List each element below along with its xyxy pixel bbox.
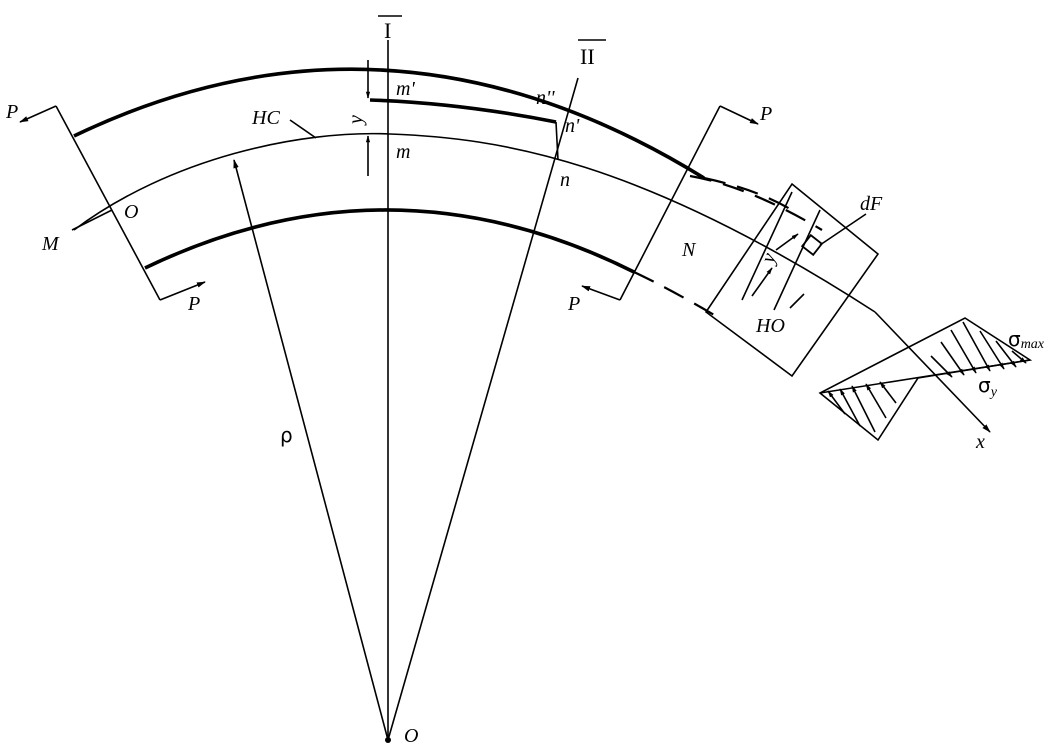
inner-top-dashed-line <box>689 174 823 231</box>
force-p-bottom-left-arrow <box>159 281 206 301</box>
radius-rho-arrow <box>233 159 389 741</box>
hc-label: HC <box>251 107 280 129</box>
section-2-radial-line <box>387 77 579 741</box>
area-element-df <box>800 233 824 257</box>
cross-section-block <box>704 182 880 378</box>
y-right-arrow-upper <box>775 233 799 251</box>
m-leader-line <box>71 209 113 231</box>
point-n-prime-label: n' <box>565 115 580 137</box>
radius-rho-label: ρ <box>280 423 293 447</box>
force-p-bottom-left-label: P <box>187 293 200 315</box>
force-p-top-left-label: P <box>5 101 18 123</box>
point-n-double-prime-label: n'' <box>536 87 555 109</box>
area-df-label: dF <box>860 193 883 215</box>
centre-of-curvature-dot <box>385 737 391 743</box>
section-2-label: II <box>580 44 595 69</box>
point-m-label: m <box>396 141 410 163</box>
ho-leader-line <box>789 293 805 309</box>
hc-leader-line <box>289 119 317 139</box>
ho-label: HO <box>755 315 785 337</box>
point-o-left-label: O <box>124 201 138 223</box>
moment-m-label: M <box>41 233 60 255</box>
force-p-top-right-label: P <box>759 103 772 125</box>
stress-diagram-outline <box>818 317 1033 442</box>
stress-axis-line <box>874 311 991 433</box>
point-n-label: n <box>560 169 570 191</box>
beam-top-dashed-extension <box>703 176 796 213</box>
point-m-prime-label: m' <box>396 78 415 100</box>
left-end-section <box>55 105 161 301</box>
beam-top-edge <box>73 67 705 180</box>
force-p-top-left-arrow <box>19 105 57 123</box>
beam-bottom-edge <box>144 208 635 274</box>
force-p-bottom-right-arrow <box>581 285 621 301</box>
centre-o-label: O <box>404 725 418 747</box>
sigma-max-label: σmax <box>1008 327 1045 352</box>
block-inner-section-line <box>741 191 793 301</box>
beam-bottom-dashed-extension <box>633 271 717 317</box>
fibre-m-prime-n-double-prime <box>369 98 557 124</box>
fibre-n-double-prime-n-drop <box>555 121 559 161</box>
force-p-bottom-right-label: P <box>567 293 580 315</box>
y-right-arrow-lower <box>751 267 773 297</box>
df-leader-line <box>819 213 867 246</box>
y-left-label: y <box>345 115 367 126</box>
x-axis-label: x <box>975 431 985 453</box>
force-p-top-right-arrow <box>719 105 759 125</box>
moment-n-label: N <box>681 239 697 261</box>
stress-hatch-arrows <box>827 321 1027 433</box>
beam-neutral-layer <box>73 132 876 313</box>
block-inner-section-line-2 <box>773 209 821 311</box>
sigma-y-label: σy <box>978 373 998 400</box>
section-1-label: I <box>384 18 391 43</box>
right-end-section <box>619 105 721 301</box>
